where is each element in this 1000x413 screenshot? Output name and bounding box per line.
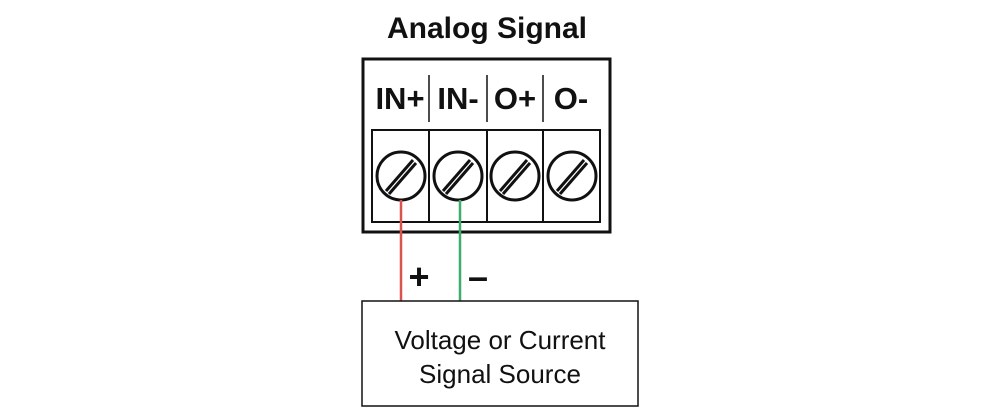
screw-icon-in-minus: [432, 150, 484, 202]
screw-icon-in-plus: [375, 150, 427, 202]
signal-source-box: [361, 300, 639, 407]
signal-source-line1: Voltage or Current: [394, 325, 606, 355]
screw-icon-out-plus: [489, 150, 541, 202]
signal-source-line2: Signal Source: [419, 359, 581, 389]
diagram-title: Analog Signal: [387, 12, 587, 45]
terminal-label-in-minus: IN-: [437, 81, 478, 116]
screw-icon-out-minus: [546, 150, 598, 202]
terminal-label-in-plus: IN+: [375, 81, 424, 116]
negative-polarity-label: –: [468, 256, 488, 297]
terminal-label-out-minus: O-: [554, 81, 588, 116]
positive-polarity-label: +: [408, 256, 429, 297]
terminal-label-out-plus: O+: [494, 81, 536, 116]
